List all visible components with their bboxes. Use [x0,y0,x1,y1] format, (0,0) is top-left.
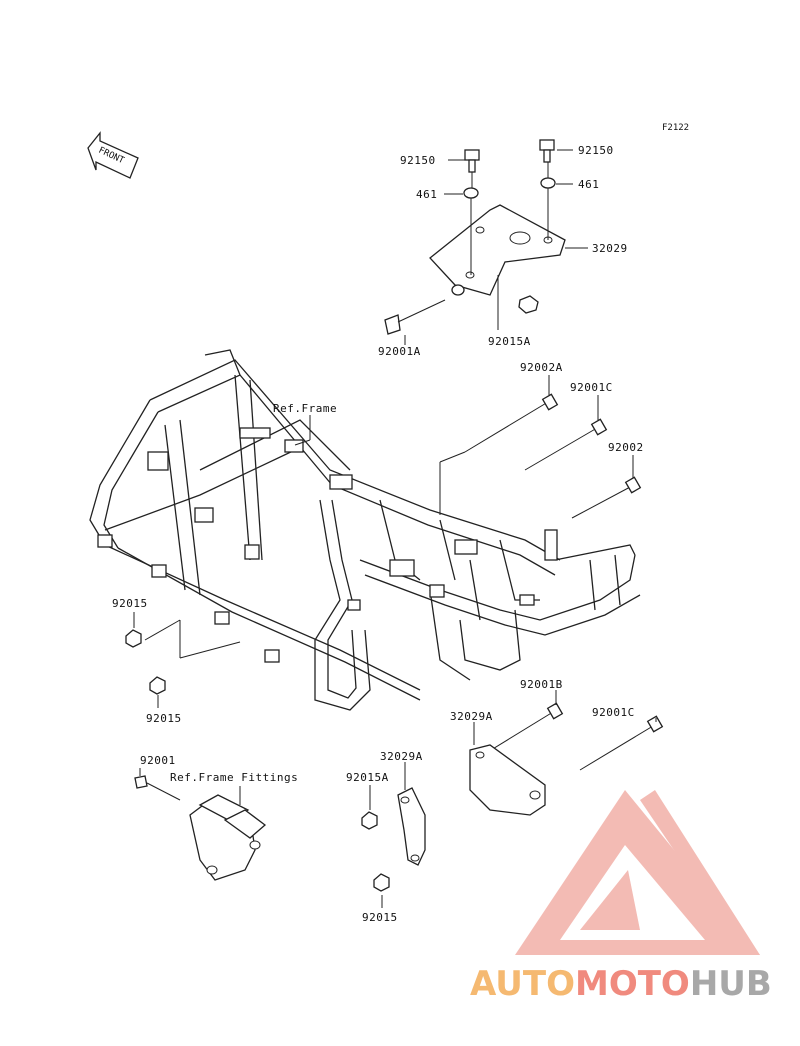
callout-washer-right: 461 [578,178,599,191]
callout-bracket-lower-a2: 32029A [380,750,423,763]
front-arrow-icon: FRONT [87,131,139,179]
callout-long-bolt-c: 92001C [570,381,613,394]
callout-ref-fittings: Ref.Frame Fittings [170,771,298,784]
callout-nut-lower-a: 92015A [346,771,389,784]
callout-bolt-lower-c: 92001C [592,706,635,719]
callout-bolt-fitting: 92001 [140,754,176,767]
callout-bolt-top-left: 92150 [400,154,436,167]
wm-part-1: AUTO [470,964,575,1004]
diagram-code: F2122 [662,123,689,133]
callout-nut-top: 92015A [488,335,531,348]
frame-drawing [89,349,641,711]
callout-washer-left: 461 [416,188,437,201]
frame-fittings [134,768,267,881]
wm-part-2: MOTO [575,964,690,1004]
left-nuts [125,612,241,708]
top-bracket-assembly [384,139,588,345]
callout-nut-lower: 92015 [362,911,398,924]
callout-long-bolt: 92002 [608,441,644,454]
long-bolts [294,375,642,519]
callout-bracket-lower-a1: 32029A [450,710,493,723]
callout-nut-left-2: 92015 [146,712,182,725]
callout-nut-left-1: 92015 [112,597,148,610]
watermark-logo [515,790,760,955]
callout-bolt-top: 92001A [378,345,421,358]
callout-bolt-top-right: 92150 [578,144,614,157]
wm-part-3: HUB [690,964,772,1004]
watermark-text: AUTOMOTOHUB [470,964,772,1004]
callout-bolt-lower-b: 92001B [520,678,563,691]
callout-long-bolt-a: 92002A [520,361,563,374]
callout-bracket-top: 32029 [592,242,628,255]
lower-bracket-assembly [361,690,664,908]
callout-ref-frame: Ref.Frame [273,402,337,415]
